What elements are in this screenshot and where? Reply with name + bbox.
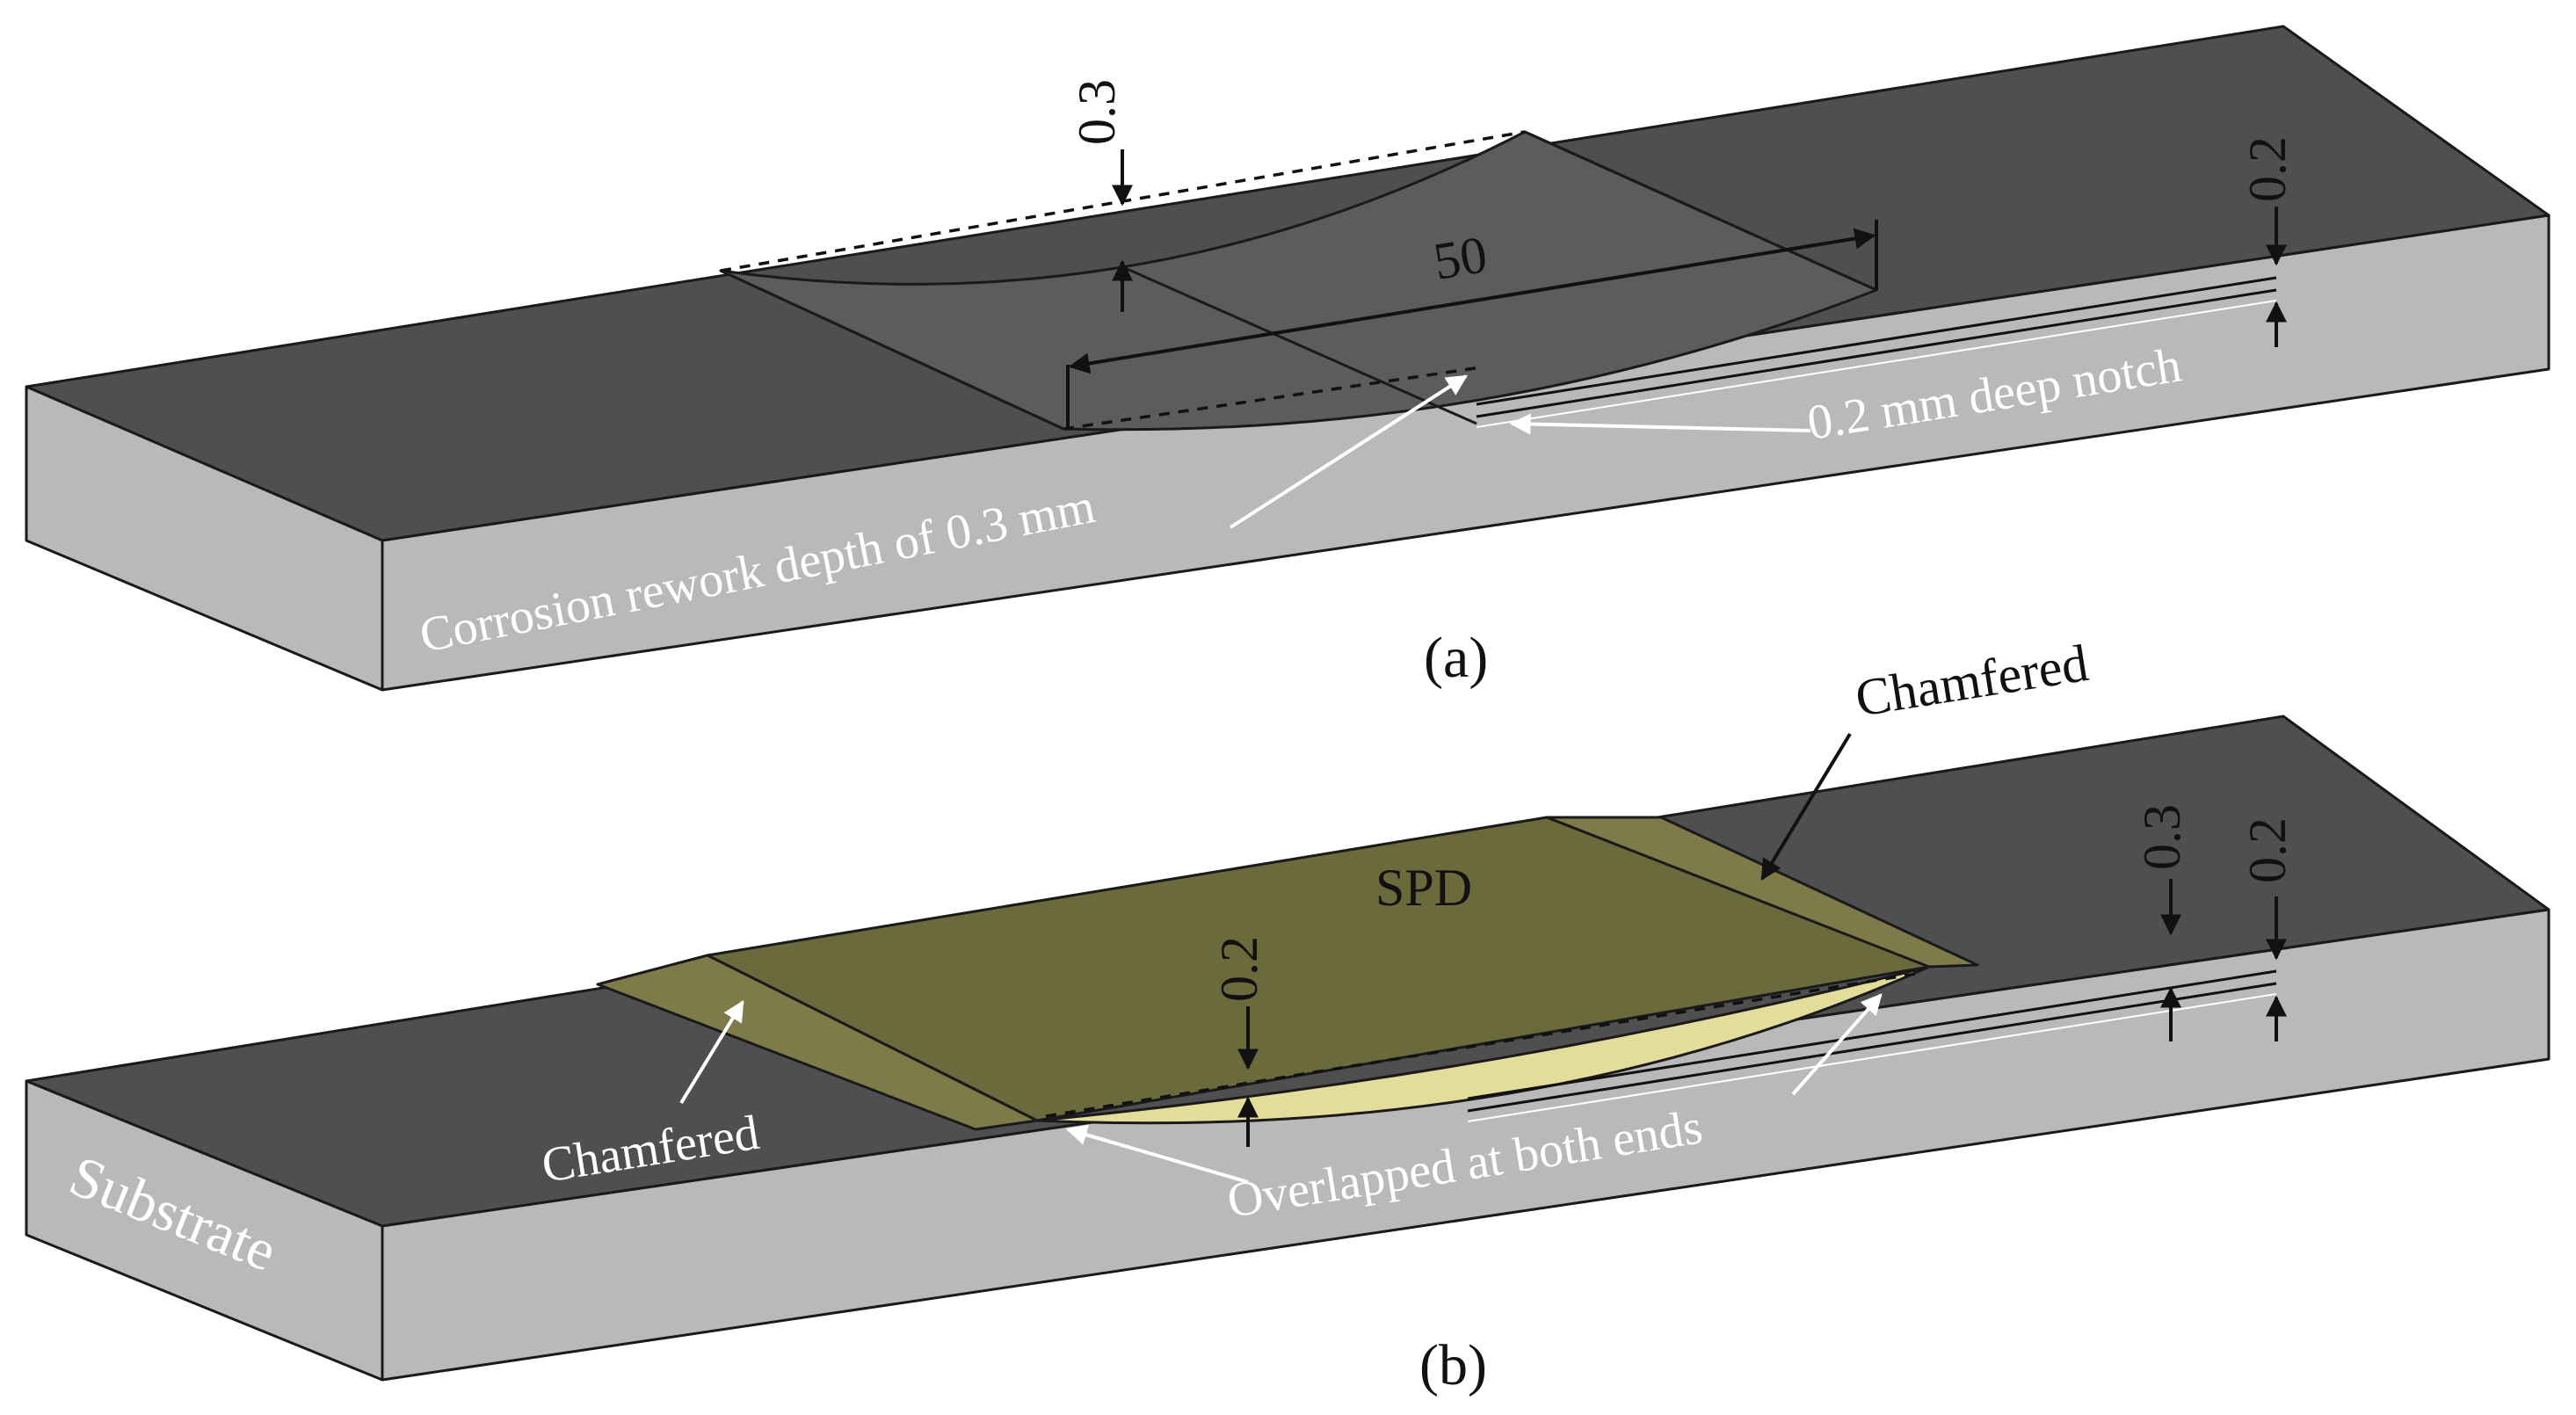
dim-length: 50 (1430, 225, 1491, 291)
dim-patch-depth: 0.2 (1210, 936, 1268, 1002)
overlap-arrow-left (1065, 1124, 1249, 1184)
chamfer-right (1545, 816, 1979, 969)
dim-50-line (1068, 228, 1876, 374)
label-spd: SPD (1375, 859, 1472, 917)
panel-b: 0.2 0.3 0.2 SPD Chamfered Chamfered Over… (25, 634, 2551, 1397)
notch-label-arrow (1509, 413, 1811, 435)
panel-a: 0.3 50 0.2 0.2 mm deep notch Corrosion r… (25, 25, 2551, 692)
overlap-region (1035, 965, 1931, 1125)
dim-right-02: 0.2 (2239, 817, 2297, 883)
chamfered-left-arrow (679, 999, 744, 1105)
notch-b-line-1 (1467, 969, 2277, 1100)
notch-b-line-2 (1467, 982, 2277, 1113)
dim-right-03: 0.3 (2133, 804, 2191, 870)
dim-rework-depth: 0.3 (1068, 79, 1126, 145)
notch-line-3 (1476, 300, 2277, 428)
caption-b: (b) (1419, 1333, 1487, 1397)
recess-bottom-dashed (1063, 366, 1482, 431)
notch-line-1 (1476, 276, 2277, 406)
caption-a: (a) (1424, 626, 1488, 690)
overlap-arrow-right (1791, 993, 1883, 1096)
dim-notch: 0.2 (2239, 136, 2297, 202)
notch-b-line-3 (1467, 993, 2277, 1122)
rework-label-arrow (1229, 374, 1469, 529)
notch-line-2 (1476, 288, 2277, 418)
recess-line-1 (720, 269, 1064, 431)
chamfered-top-arrow (1760, 732, 1852, 882)
label-chamfered-top: Chamfered (1852, 634, 2093, 728)
